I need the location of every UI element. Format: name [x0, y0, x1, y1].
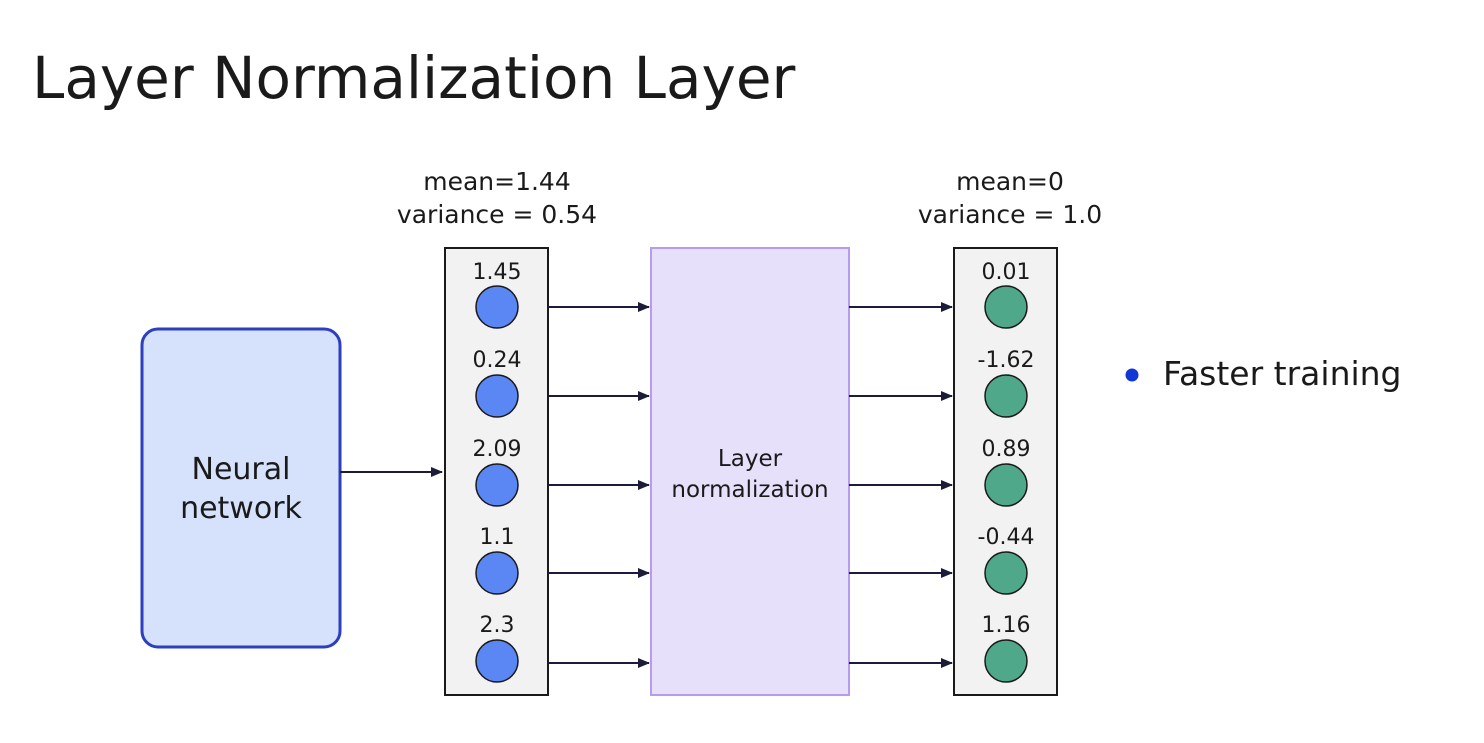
input-node [475, 285, 519, 329]
page-title: Layer Normalization Layer [32, 44, 796, 112]
input-node-row: 0.24 [473, 348, 650, 418]
neural-network-label-line2: network [180, 491, 302, 526]
input-mean-label: mean=1.44 [423, 167, 571, 196]
output-node [984, 463, 1028, 507]
input-node-value: 1.1 [480, 525, 515, 550]
layer-norm-label-line1: Layer [718, 446, 783, 472]
output-node-row: -1.62 [849, 348, 1035, 418]
output-node-value: -0.44 [978, 525, 1035, 550]
input-node [475, 639, 519, 683]
input-node-row: 1.1 [475, 525, 650, 595]
input-node-value: 0.24 [473, 348, 522, 373]
input-node-row: 2.3 [475, 613, 650, 683]
input-node-value: 1.45 [473, 260, 522, 285]
input-node-row: 2.09 [473, 437, 650, 507]
input-node [475, 463, 519, 507]
neural-network-label-line1: Neural [192, 452, 291, 487]
output-node-row: 0.01 [849, 260, 1031, 329]
output-node [984, 285, 1028, 329]
bullet-faster-training: Faster training [1163, 354, 1402, 393]
input-node-value: 2.09 [473, 437, 522, 462]
layer-norm-label-line2: normalization [671, 477, 828, 503]
output-node-value: 0.89 [982, 437, 1031, 462]
layer-normalization-box: Layer normalization [650, 247, 850, 696]
output-node-row: 0.89 [849, 437, 1031, 507]
output-node-value: -1.62 [978, 348, 1035, 373]
output-node [984, 551, 1028, 595]
bullet-dot-icon [1125, 368, 1139, 382]
output-node [984, 639, 1028, 683]
input-variance-label: variance = 0.54 [397, 200, 597, 229]
output-node-value: 0.01 [982, 260, 1031, 285]
output-node-row: 1.16 [849, 613, 1031, 683]
neural-network-box: Neural network [140, 327, 342, 649]
output-variance-label: variance = 1.0 [918, 200, 1102, 229]
input-node-value: 2.3 [480, 613, 515, 638]
input-node-row: 1.45 [473, 260, 650, 329]
output-node-value: 1.16 [982, 613, 1031, 638]
output-node [984, 374, 1028, 418]
output-mean-label: mean=0 [956, 167, 1064, 196]
input-node [475, 374, 519, 418]
output-node-row: -0.44 [849, 525, 1035, 595]
input-node [475, 551, 519, 595]
